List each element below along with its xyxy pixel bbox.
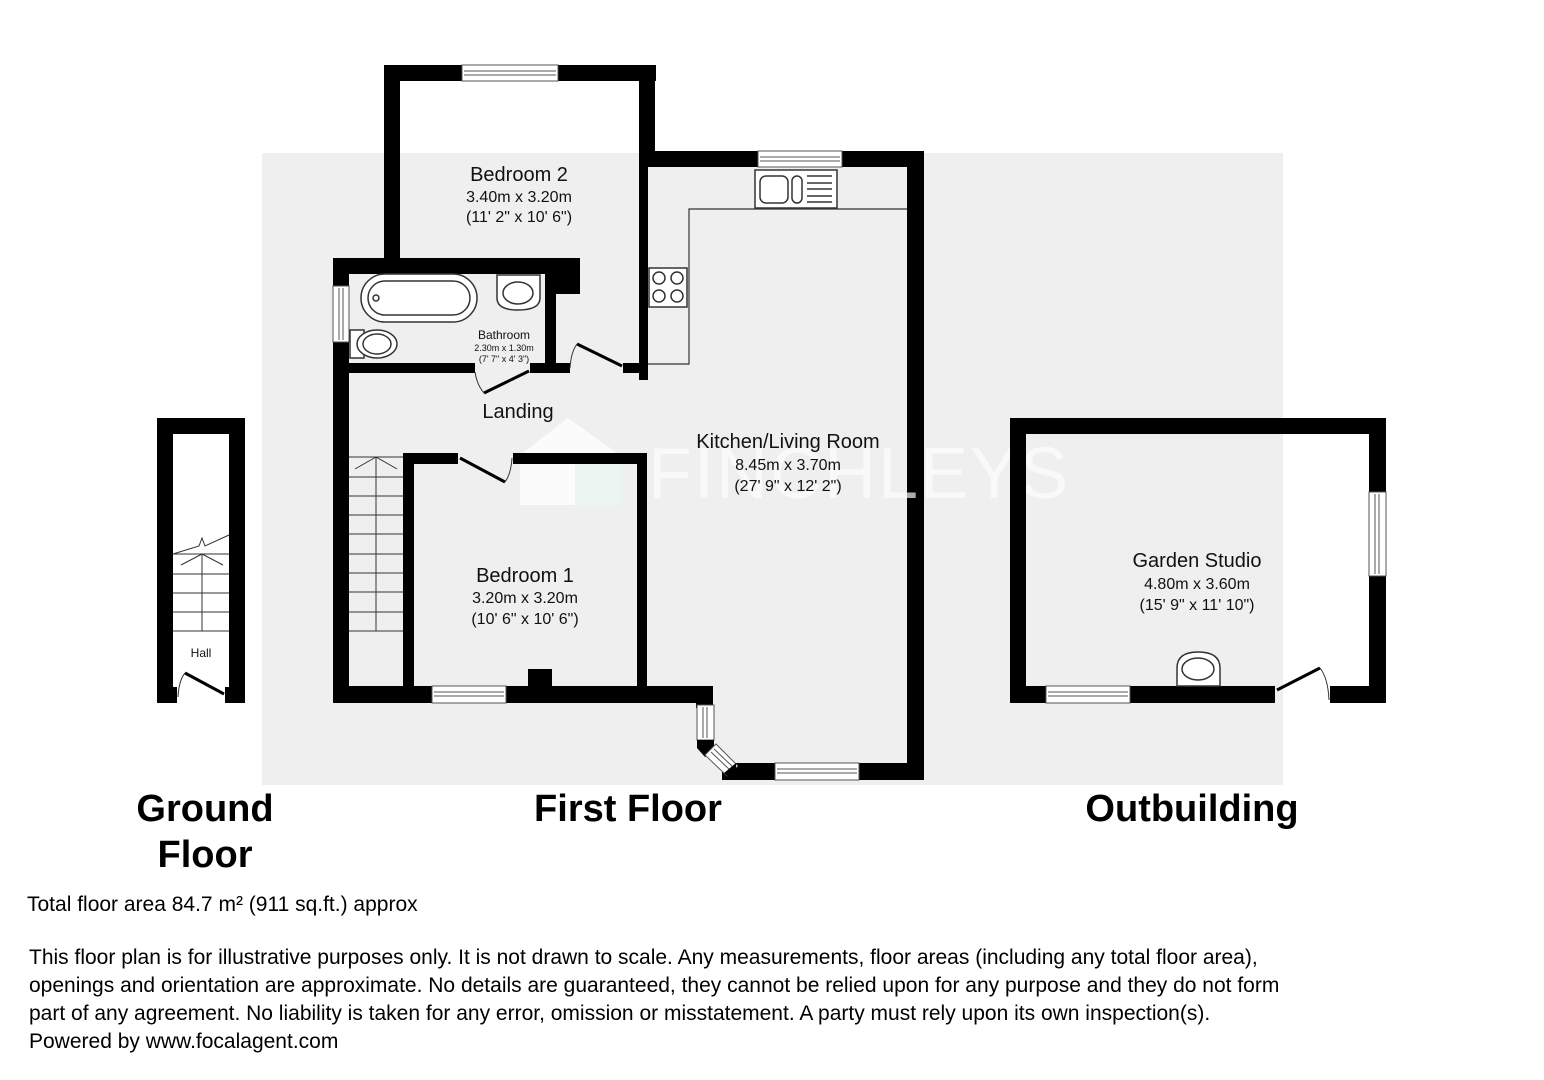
window-icon	[757, 150, 843, 168]
room-label-garden-studio: Garden Studio	[1133, 550, 1262, 572]
sink-icon	[754, 169, 838, 209]
staircase-icon	[172, 534, 230, 632]
basin-icon	[496, 274, 541, 311]
landing-door-icon	[569, 342, 623, 369]
hob-icon	[648, 267, 688, 308]
hall-door-icon	[177, 671, 225, 698]
disclaimer: This floor plan is for illustrative purp…	[29, 944, 1529, 1056]
bathroom-door-icon	[474, 369, 530, 395]
ground-floor-plan: Hall	[157, 418, 245, 703]
disclaimer-line: part of any agreement. No liability is t…	[29, 1002, 1211, 1025]
room-dimensions-imperial: (10' 6" x 10' 6")	[471, 611, 578, 628]
room-label-bedroom-1: Bedroom 1	[476, 565, 574, 587]
room-dimensions-imperial: (7' 7" x 4' 3")	[479, 354, 529, 364]
staircase-icon	[349, 456, 404, 632]
studio-door-icon	[1276, 666, 1330, 701]
room-dimensions-metric: 4.80m x 3.60m	[1144, 576, 1250, 593]
room-label-bedroom-2: Bedroom 2	[470, 164, 568, 186]
wash-basin-icon	[1176, 651, 1221, 687]
room-label-bathroom: Bathroom	[478, 328, 530, 342]
window-icon	[774, 762, 860, 781]
room-dimensions-imperial: (27' 9" x 12' 2")	[734, 478, 841, 495]
heading-line: Outbuilding	[1085, 788, 1299, 830]
toilet-icon	[349, 329, 398, 359]
room-dimensions-metric: 2.30m x 1.30m	[474, 343, 534, 353]
window-icon	[431, 685, 507, 704]
outbuilding-plan: Garden Studio 4.80m x 3.60m (15' 9" x 11…	[1010, 418, 1387, 704]
floor-heading-outbuilding: Outbuilding	[1042, 786, 1342, 832]
powered-by: Powered by www.focalagent.com	[29, 1030, 339, 1053]
window-icon	[461, 64, 559, 82]
window-icon	[1368, 491, 1387, 577]
disclaimer-line: openings and orientation are approximate…	[29, 974, 1280, 997]
watermark-logo: FINCHLEYS	[520, 418, 1070, 514]
heading-line: First Floor	[534, 788, 722, 830]
floor-heading-ground: Ground Floor	[105, 786, 305, 878]
bedroom1-door-icon	[459, 456, 513, 484]
floor-heading-first: First Floor	[478, 786, 778, 832]
disclaimer-line: This floor plan is for illustrative purp…	[29, 946, 1258, 969]
window-icon	[332, 285, 350, 343]
bathtub-icon	[360, 273, 478, 323]
total-floor-area: Total floor area 84.7 m² (911 sq.ft.) ap…	[27, 893, 418, 916]
room-dimensions-imperial: (11' 2" x 10' 6")	[466, 209, 572, 226]
first-floor-plan: Bathroom 2.30m x 1.30m (7' 7" x 4' 3") F…	[332, 64, 1070, 781]
bay-window-icon	[696, 704, 739, 780]
room-label-landing: Landing	[482, 401, 553, 423]
room-dimensions-metric: 3.20m x 3.20m	[472, 590, 578, 607]
room-dimensions-metric: 3.40m x 3.20m	[466, 189, 572, 206]
room-dimensions-metric: 8.45m x 3.70m	[735, 457, 841, 474]
heading-line: Ground	[136, 788, 274, 830]
watermark-text: FINCHLEYS	[648, 434, 1070, 514]
room-dimensions-imperial: (15' 9" x 11' 10")	[1139, 597, 1254, 614]
room-label-kitchen-living-room: Kitchen/Living Room	[696, 431, 879, 453]
window-icon	[1045, 685, 1131, 704]
room-label-hall: Hall	[191, 646, 212, 660]
heading-line: Floor	[157, 834, 253, 876]
